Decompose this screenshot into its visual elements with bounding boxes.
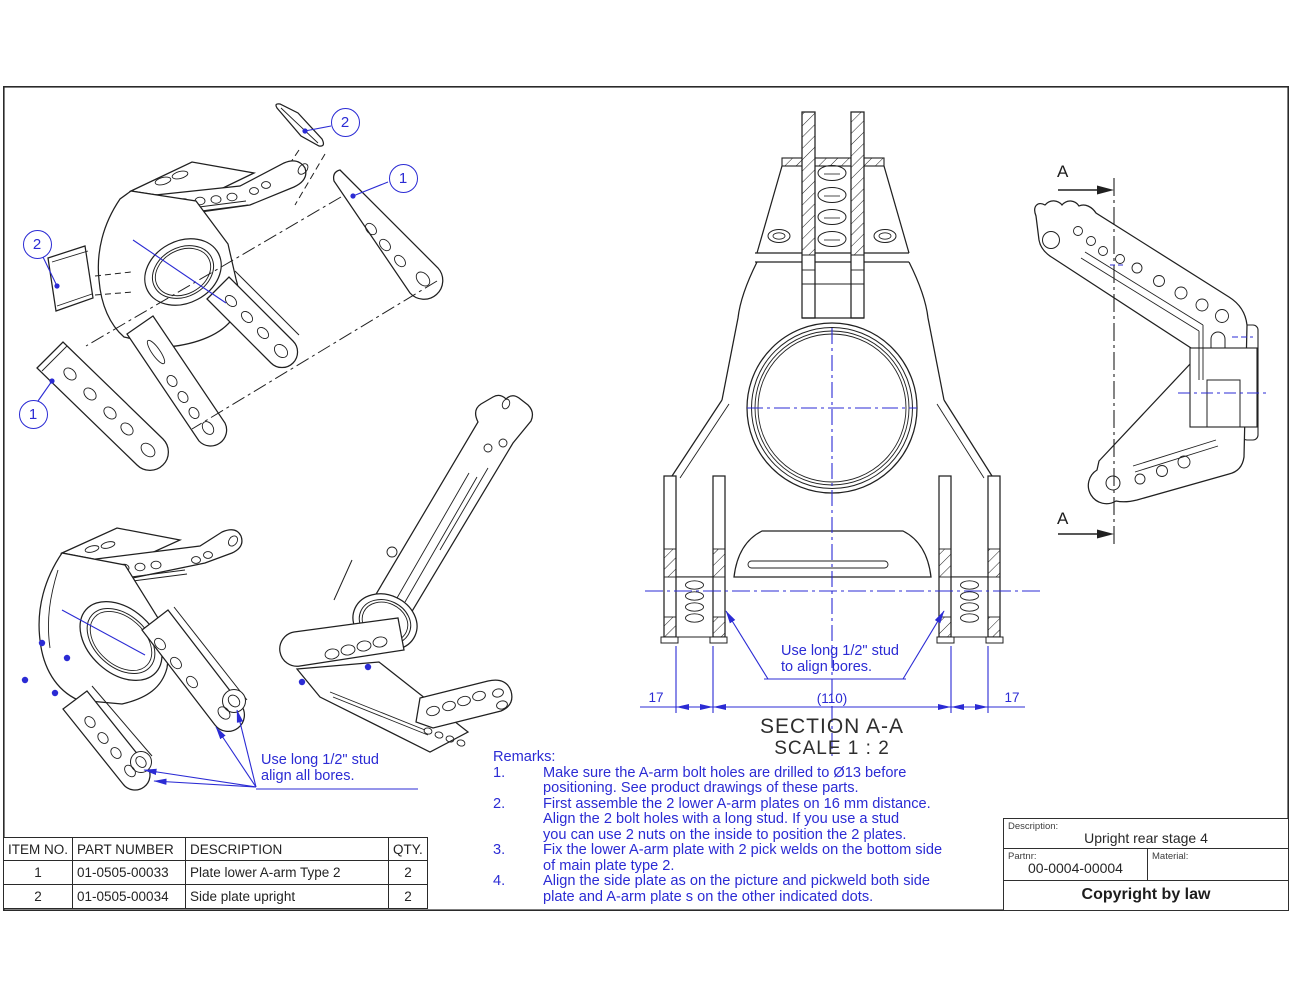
cell-item: 2 bbox=[3, 884, 73, 909]
col-part-number: PART NUMBER bbox=[72, 837, 186, 861]
section-scale: SCALE 1 : 2 bbox=[774, 738, 890, 759]
title-block-part-row: Partnr: 00-0004-00004 Material: bbox=[1004, 849, 1288, 881]
section-arrow-label-bottom: A bbox=[1057, 509, 1069, 528]
section-arrow-label-top: A bbox=[1057, 162, 1069, 181]
cell-part-number: 01-0505-00034 bbox=[72, 884, 186, 909]
cell-qty: 2 bbox=[388, 860, 428, 885]
partnr-value: 00-0004-00004 bbox=[1028, 860, 1123, 876]
partnr-cell: Partnr: 00-0004-00004 bbox=[1004, 849, 1148, 880]
rear-iso-view bbox=[279, 394, 534, 753]
table-row: 1 01-0505-00033 Plate lower A-arm Type 2… bbox=[3, 860, 428, 885]
description-label: Description: bbox=[1008, 821, 1059, 832]
cell-qty: 2 bbox=[388, 884, 428, 909]
assembled-view bbox=[38, 527, 248, 791]
partnr-label: Partnr: bbox=[1008, 851, 1037, 862]
remark-text: First assemble the 2 lower A-arm plates … bbox=[543, 795, 931, 843]
remark-number: 2. bbox=[493, 795, 506, 812]
remarks-block: Remarks: 1. Make sure the A-arm bolt hol… bbox=[493, 749, 993, 905]
section-title: SECTION A-A bbox=[759, 715, 905, 738]
section-note: Use long 1/2" stud to align bores. bbox=[781, 643, 899, 675]
material-cell: Material: bbox=[1148, 849, 1288, 880]
remark-item: 3. Fix the lower A-arm plate with 2 pick… bbox=[493, 842, 993, 874]
remark-item: 4. Align the side plate as on the pictur… bbox=[493, 873, 993, 905]
remark-number: 3. bbox=[493, 842, 506, 858]
balloon-item1-bottom: 1 bbox=[18, 399, 48, 429]
sheet-frame bbox=[2, 86, 1290, 912]
col-qty: QTY. bbox=[388, 837, 428, 861]
remark-item: 2. First assemble the 2 lower A-arm plat… bbox=[493, 795, 993, 844]
dim-center: (110) bbox=[816, 691, 848, 706]
balloon-item1-right: 1 bbox=[388, 163, 418, 193]
remark-number: 1. bbox=[493, 764, 506, 781]
balloon-item2-top: 2 bbox=[330, 107, 360, 137]
cell-part-number: 01-0505-00033 bbox=[72, 860, 186, 885]
title-block-copyright-row: Copyright by law bbox=[1004, 881, 1288, 909]
remark-number: 4. bbox=[493, 873, 506, 889]
material-label: Material: bbox=[1152, 851, 1189, 862]
copyright-text: Copyright by law bbox=[1081, 886, 1211, 903]
remark-text: Make sure the A-arm bolt holes are drill… bbox=[543, 764, 907, 796]
section-view-annotations bbox=[640, 328, 1040, 758]
col-item-no: ITEM NO. bbox=[3, 837, 73, 861]
assembled-note: Use long 1/2" stud align all bores. bbox=[261, 752, 379, 784]
description-value: Upright rear stage 4 bbox=[1084, 830, 1208, 846]
balloon-item2-left: 2 bbox=[22, 229, 52, 259]
parts-table-header-row: ITEM NO. PART NUMBER DESCRIPTION QTY. bbox=[3, 837, 428, 861]
exploded-view-annotations bbox=[37, 125, 389, 402]
dim-left: 17 bbox=[648, 690, 664, 705]
profile-view-annotations bbox=[1110, 264, 1268, 394]
remark-text: Align the side plate as on the picture a… bbox=[543, 873, 930, 905]
title-block: Description: Upright rear stage 4 Partnr… bbox=[1003, 818, 1289, 911]
title-block-description-row: Description: Upright rear stage 4 bbox=[1004, 819, 1288, 849]
profile-view bbox=[1034, 178, 1259, 548]
cell-item: 1 bbox=[3, 860, 73, 885]
remark-item: 1. Make sure the A-arm bolt holes are dr… bbox=[493, 764, 993, 797]
section-view bbox=[660, 111, 1004, 644]
col-description: DESCRIPTION bbox=[185, 837, 389, 861]
assembled-view-annotations bbox=[21, 609, 418, 790]
remark-text: Fix the lower A-arm plate with 2 pick we… bbox=[543, 842, 943, 874]
table-row: 2 01-0505-00034 Side plate upright 2 bbox=[3, 884, 428, 909]
exploded-view bbox=[36, 103, 444, 471]
dim-right: 17 bbox=[1004, 690, 1020, 705]
cell-description: Plate lower A-arm Type 2 bbox=[185, 860, 389, 885]
parts-table: ITEM NO. PART NUMBER DESCRIPTION QTY. 1 … bbox=[3, 837, 428, 909]
remarks-title: Remarks: bbox=[493, 749, 556, 765]
cell-description: Side plate upright bbox=[185, 884, 389, 909]
rear-iso-view-annotations bbox=[298, 663, 372, 686]
